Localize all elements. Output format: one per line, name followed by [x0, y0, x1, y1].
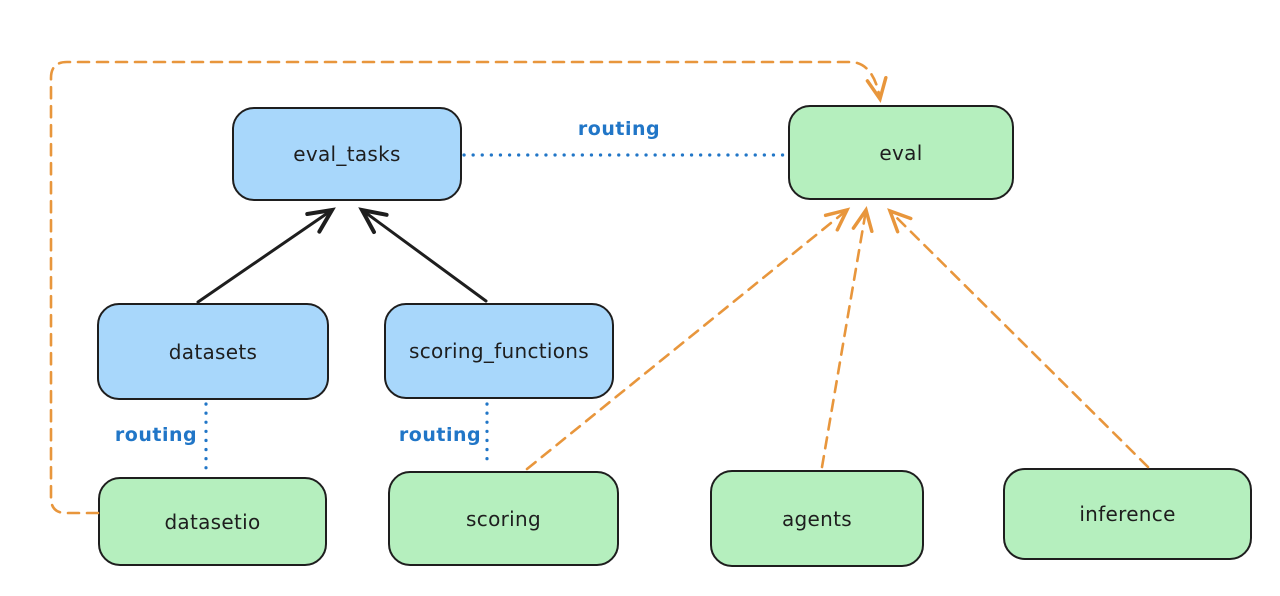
node-inference-label: inference — [1079, 502, 1176, 526]
edge-agents-to-eval — [820, 205, 874, 469]
node-eval-tasks-label: eval_tasks — [293, 142, 401, 166]
node-agents-label: agents — [782, 506, 852, 531]
node-datasets-label: datasets — [168, 339, 258, 364]
node-datasetio-label: datasetio — [164, 509, 261, 534]
node-datasetio: datasetio — [98, 477, 327, 566]
routing-label-scoring-functions-scoring: routing — [398, 424, 482, 446]
edge-datasets-to-eval-tasks — [196, 207, 336, 304]
node-eval-tasks: eval_tasks — [232, 107, 462, 201]
node-scoring-label: scoring — [466, 506, 541, 531]
routing-label-datasets-datasetio: routing — [114, 424, 198, 446]
routing-label-eval-tasks-eval: routing — [577, 118, 661, 140]
node-scoring-functions-label: scoring_functions — [408, 339, 590, 363]
node-agents: agents — [710, 470, 924, 567]
node-scoring-functions: scoring_functions — [384, 303, 614, 399]
node-datasets: datasets — [97, 303, 329, 400]
node-eval: eval — [788, 105, 1014, 200]
edge-inference-to-eval — [887, 208, 1150, 469]
node-inference: inference — [1003, 468, 1252, 560]
node-eval-label: eval — [879, 140, 923, 165]
node-scoring: scoring — [388, 471, 619, 566]
edge-scoring-functions-to-eval-tasks — [358, 207, 488, 303]
